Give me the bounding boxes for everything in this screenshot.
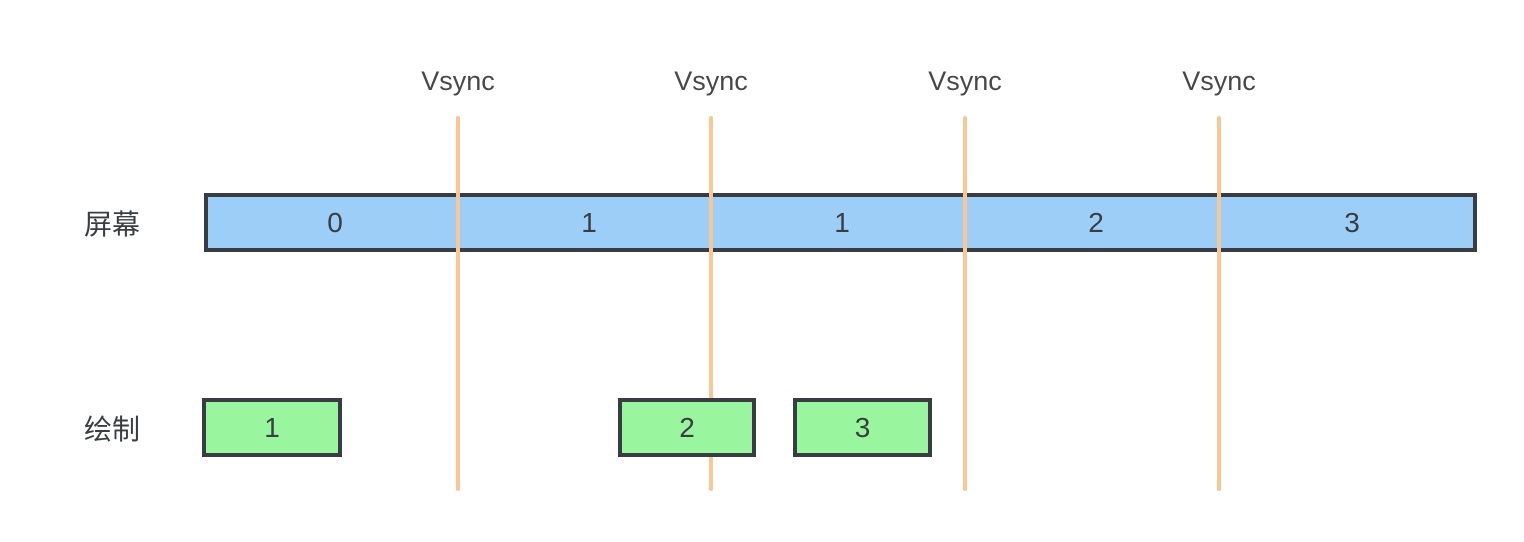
vsync-line bbox=[1217, 116, 1221, 491]
vsync-line bbox=[963, 116, 967, 491]
vsync-line bbox=[456, 116, 460, 491]
draw-frame-box: 1 bbox=[202, 398, 342, 457]
vsync-line bbox=[709, 116, 713, 491]
screen-segment-label: 1 bbox=[834, 207, 850, 238]
screen-segment-label: 2 bbox=[1088, 207, 1104, 238]
screen-segment-label: 3 bbox=[1344, 207, 1360, 238]
row-label-draw: 绘制 bbox=[83, 413, 140, 445]
screen-segment-label: 0 bbox=[327, 207, 343, 238]
draw-frame-box: 3 bbox=[793, 398, 932, 457]
vsync-label: Vsync bbox=[674, 66, 748, 96]
row-label-screen: 屏幕 bbox=[83, 208, 140, 240]
vsync-label: Vsync bbox=[1182, 66, 1256, 96]
screen-frame-bar: 0 1 1 2 3 bbox=[204, 193, 1477, 252]
draw-frame-box: 2 bbox=[618, 398, 756, 457]
vsync-label: Vsync bbox=[421, 66, 495, 96]
screen-segment-label: 1 bbox=[581, 207, 597, 238]
vsync-label: Vsync bbox=[928, 66, 1002, 96]
